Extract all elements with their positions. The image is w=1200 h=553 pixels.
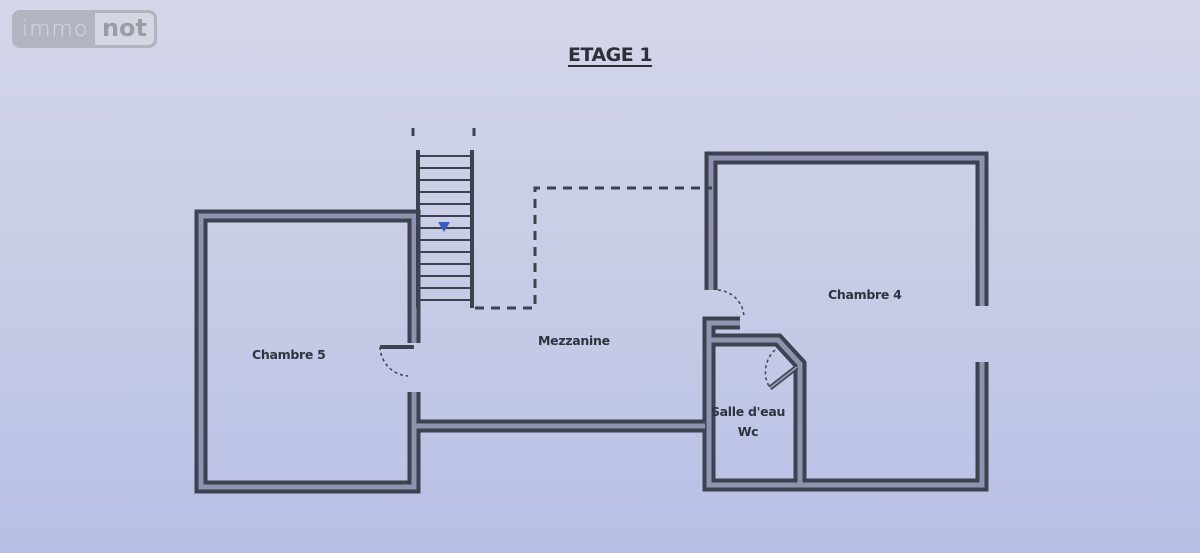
room-label-chambre4: Chambre 4	[828, 287, 902, 302]
chambre4-left-upper	[704, 151, 989, 306]
door-swings	[379, 289, 776, 389]
room-label-mezzanine: Mezzanine	[538, 333, 610, 348]
logo-not: not	[94, 13, 154, 45]
walls	[194, 151, 989, 494]
floor-title: ETAGE 1	[568, 44, 653, 66]
immonot-logo: immo not	[12, 10, 157, 48]
salle-eau-label: Salle d'eau	[710, 404, 786, 419]
logo-immo: immo	[22, 16, 89, 42]
wc-label: Wc	[737, 424, 759, 439]
mezzanine-void-dashed-line	[475, 186, 712, 310]
stair-direction-arrow	[438, 222, 450, 232]
stairs	[411, 128, 476, 308]
room-label-chambre5: Chambre 5	[252, 347, 326, 362]
room-label-salle-eau: Salle d'eau Wc	[710, 402, 786, 442]
